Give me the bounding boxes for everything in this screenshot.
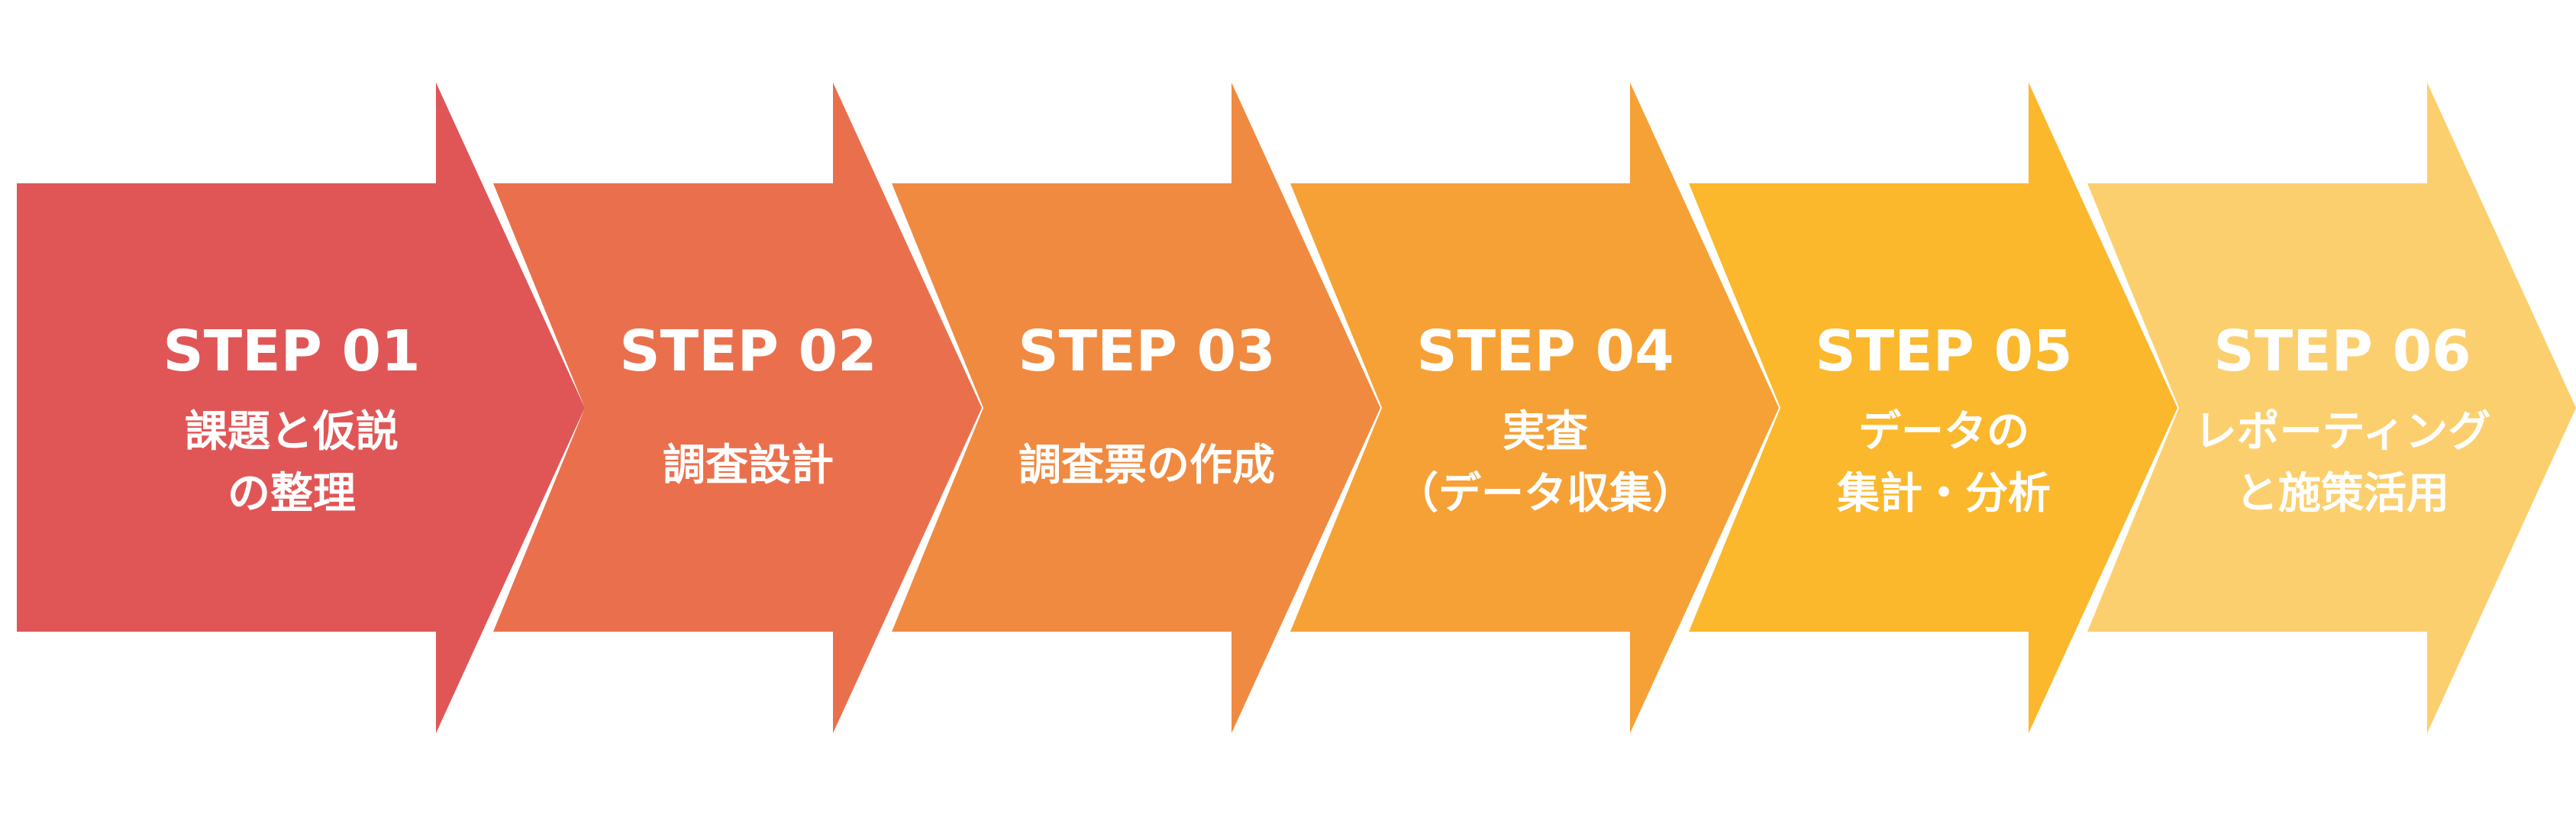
step-arrow-shape <box>2087 82 2576 733</box>
step-description-line: 調査票の作成 <box>1018 441 1275 490</box>
step-label: STEP 02 <box>619 319 876 384</box>
step-description-line: （データ収集） <box>1396 469 1695 519</box>
step-description-line: 調査設計 <box>663 441 834 490</box>
step-03: STEP 03 調査票の作成 <box>892 82 1380 733</box>
step-arrow-shape <box>493 82 982 733</box>
step-label: STEP 04 <box>1416 319 1674 384</box>
step-label: STEP 03 <box>1018 319 1275 384</box>
step-label: STEP 01 <box>163 319 420 384</box>
step-description-line: の整理 <box>228 469 356 519</box>
step-arrow-shape <box>1290 82 1779 733</box>
step-label: STEP 06 <box>2213 319 2471 384</box>
step-description-line: 実査 <box>1503 407 1588 457</box>
step-arrow-shape <box>17 82 585 733</box>
step-arrow-shape <box>892 82 1380 733</box>
step-description-line: 課題と仮説 <box>185 407 399 457</box>
step-arrow-shape <box>1689 82 2177 733</box>
step-description-line: レポーティング <box>2194 407 2491 457</box>
step-04: STEP 04 実査 （データ収集） <box>1290 82 1779 733</box>
step-description-line: データの <box>1858 407 2029 457</box>
step-description-line: と施策活用 <box>2235 469 2449 519</box>
step-description-line: 集計・分析 <box>1836 469 2051 519</box>
step-02: STEP 02 調査設計 <box>493 82 982 733</box>
step-label: STEP 05 <box>1815 319 2072 384</box>
